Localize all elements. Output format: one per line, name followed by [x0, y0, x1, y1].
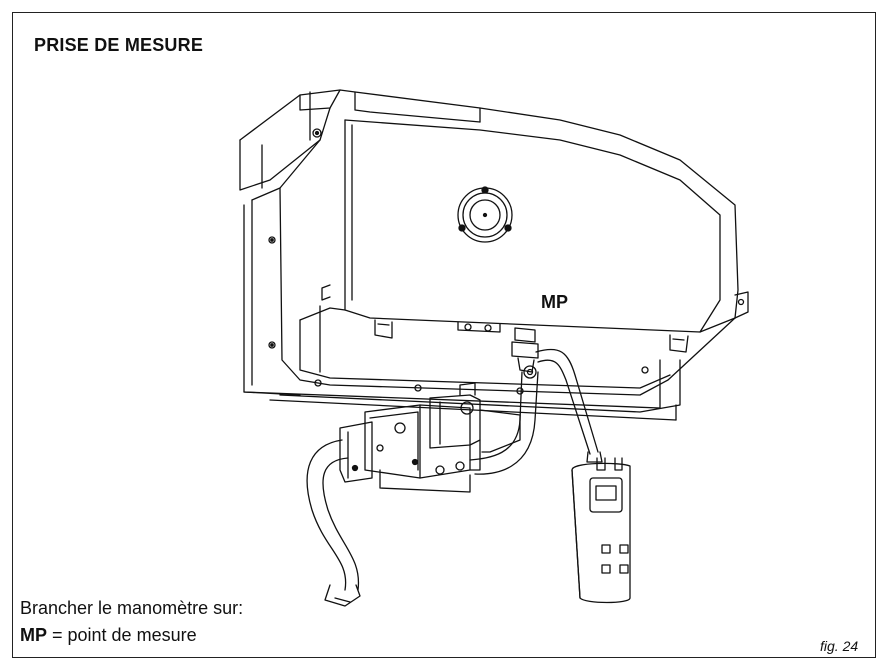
instruction-line-2: MP = point de mesure — [20, 625, 197, 646]
sight-glass — [457, 186, 513, 243]
figure-number: fig. 24 — [820, 638, 859, 654]
page-title: PRISE DE MESURE — [34, 35, 204, 55]
figure-frame — [12, 12, 876, 658]
measurement-point-fitting — [511, 327, 539, 379]
manometer-hose — [535, 348, 603, 463]
instruction-line-1: Brancher le manomètre sur: — [20, 598, 244, 618]
gas-inlet-hose — [306, 439, 361, 607]
casing-clips — [374, 319, 689, 353]
casing-screws — [268, 128, 649, 395]
gas-valve — [339, 382, 521, 493]
instruction-mp-term: MP — [20, 625, 47, 645]
measurement-point-label: MP — [541, 292, 568, 312]
instruction-mp-definition: = point de mesure — [47, 625, 197, 645]
hose-to-valve — [469, 371, 539, 475]
boiler-casing — [239, 89, 749, 396]
manometer-device — [571, 457, 631, 604]
